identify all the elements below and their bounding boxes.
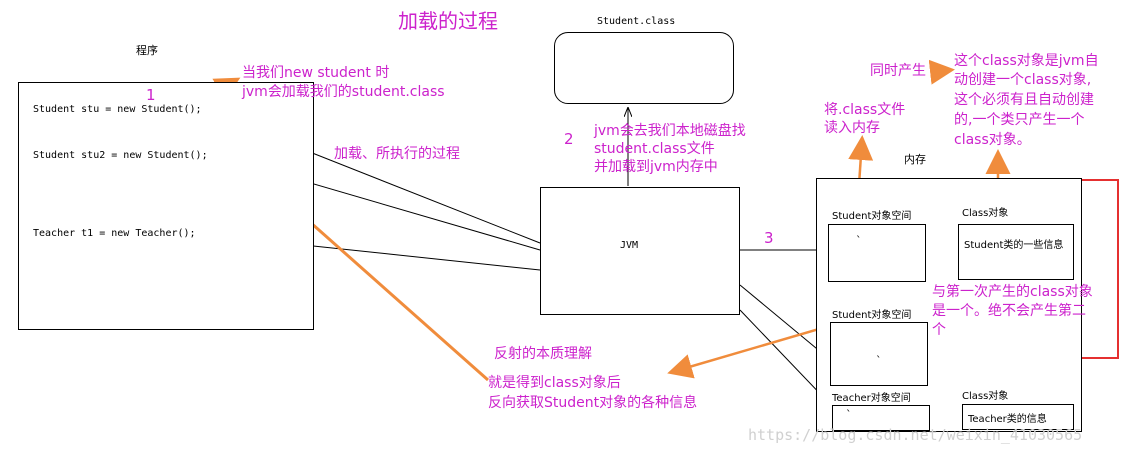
class-object2-label: Class对象: [962, 391, 1009, 402]
code-line-teacher-t1: Teacher t1 = new Teacher();: [33, 228, 196, 239]
read-memory-line2: 读入内存: [824, 120, 880, 136]
step1-number: 1: [146, 86, 156, 104]
same-object-line1: 与第一次产生的class对象: [932, 284, 1093, 300]
auto-create-line2: 动创建一个class对象,: [954, 72, 1092, 88]
program-box: [18, 82, 314, 330]
class-object-student: [958, 224, 1074, 280]
code-line-student-stu2: Student stu2 = new Student();: [33, 150, 208, 161]
memory-box: [816, 178, 1082, 432]
auto-create-line4: 的,一个类只产生一个: [954, 112, 1085, 128]
space1-tick: `: [856, 234, 862, 247]
reflect-title: 反射的本质理解: [494, 346, 592, 362]
auto-create-line5: class对象。: [954, 132, 1031, 148]
step1-text-line2: jvm会加载我们的student.class: [242, 84, 445, 100]
program-label: 程序: [136, 44, 158, 57]
student-class-label: Student.class: [597, 16, 676, 27]
space2-tick: `: [876, 354, 882, 367]
jvm-box: [540, 187, 740, 315]
read-memory-line1: 将.class文件: [824, 102, 906, 118]
class-object1-label: Class对象: [962, 208, 1009, 219]
auto-create-line3: 这个必须有且自动创建: [954, 92, 1094, 108]
memory-label: 内存: [904, 153, 926, 166]
page-title: 加载的过程: [398, 9, 498, 33]
step2-text-line2: student.class文件: [594, 141, 715, 157]
class-object2-content: Teacher类的信息: [968, 414, 1047, 425]
step2-text-line1: jvm会去我们本地磁盘找: [594, 123, 746, 139]
student-class-file-box: [554, 32, 734, 104]
load-process-text: 加载、所执行的过程: [334, 146, 460, 162]
step2-number: 2: [564, 130, 574, 148]
step1-text-line1: 当我们new student 时: [242, 65, 390, 81]
step3-number: 3: [764, 229, 774, 247]
student-space1-label: Student对象空间: [832, 211, 912, 222]
teacher-object-space: [832, 405, 930, 431]
reflect-line3: 反向获取Student对象的各种信息: [488, 395, 698, 411]
teacher-space-label: Teacher对象空间: [832, 393, 911, 404]
teacher-space-tick: `: [846, 408, 852, 421]
code-line-student-stu: Student stu = new Student();: [33, 104, 202, 115]
student-space2-label: Student对象空间: [832, 310, 912, 321]
student-object-space-2: [830, 322, 928, 386]
watermark: https://blog.csdn.net/weixin_41030565: [748, 426, 1083, 444]
step2-text-line3: 并加载到jvm内存中: [594, 159, 718, 175]
arrow-jvm-to-student-space2: [739, 284, 828, 358]
student-object-space-1: [828, 224, 926, 282]
same-object-line2: 是一个。绝不会产生第二: [932, 303, 1086, 319]
class-object-teacher: [962, 404, 1074, 430]
auto-create-line1: 这个class对象是jvm自: [954, 53, 1099, 69]
simultaneous-text: 同时产生: [870, 63, 926, 79]
reflect-line2: 就是得到class对象后: [488, 375, 621, 391]
class-object1-content: Student类的一些信息: [964, 240, 1064, 251]
jvm-label: JVM: [620, 240, 639, 251]
arrow-jvm-to-teacher-space: [739, 309, 828, 402]
same-object-line3: 个: [932, 322, 946, 338]
orange-arrow-simultaneous: [928, 59, 955, 85]
